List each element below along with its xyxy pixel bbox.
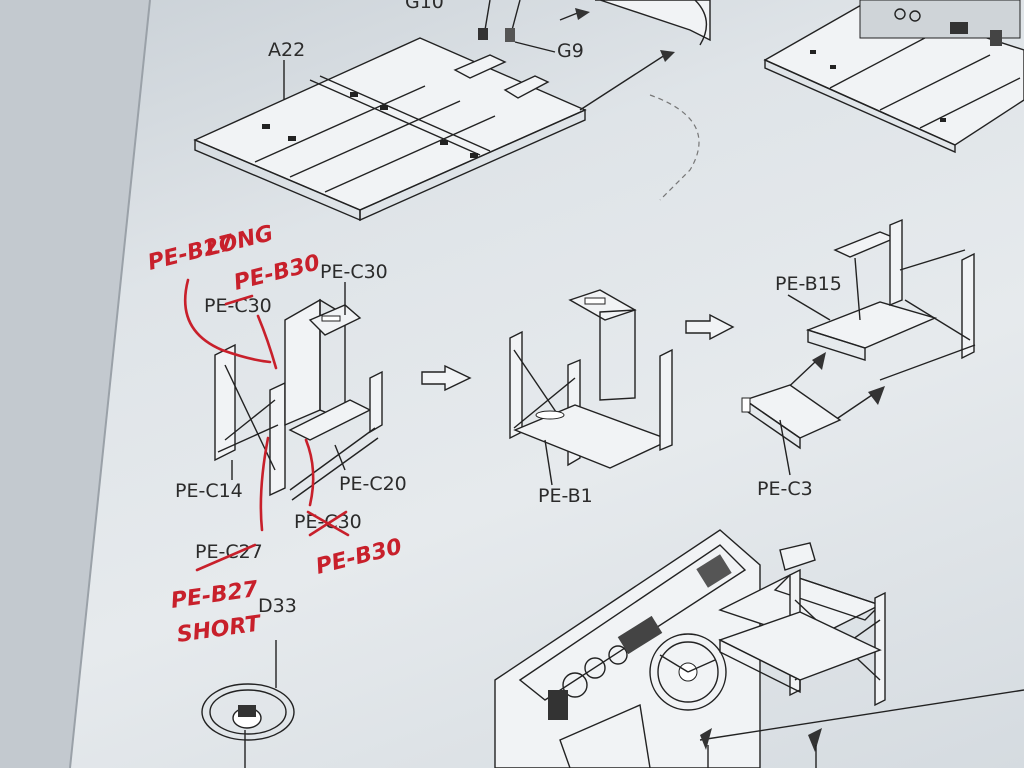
pointer-b30-bottom (304, 438, 315, 507)
arrow-right-1 (421, 364, 472, 392)
label-pe-c30-right: PE-C30 (320, 261, 388, 283)
floor-plate-a22 (193, 37, 587, 222)
annotation-pe-b30-top: PE-B30 (231, 250, 322, 295)
leader-pe-c3 (779, 419, 791, 476)
paper-left-margin (0, 0, 150, 768)
assembled-floor-top-right (763, 0, 1024, 154)
label-pe-c30-left: PE-C30 (204, 295, 272, 317)
label-g9: G9 (557, 40, 584, 62)
label-g10: G10 (405, 0, 444, 13)
strike-pe-c27 (195, 543, 257, 572)
pointer-b30-top (256, 314, 278, 370)
leader-pe-b15 (787, 294, 831, 321)
shelf-assembly-right (741, 218, 976, 450)
pointer-short (259, 436, 270, 532)
dashboard-assembly (494, 529, 1024, 768)
paper-fold (69, 0, 151, 768)
steering-wheel-d33 (201, 640, 295, 768)
pointer-long (183, 278, 272, 364)
annotation-pe-b30-bottom: PE-B30 (313, 534, 404, 579)
bracket-top (595, 0, 711, 46)
annotation-pe-b27-short-line1: PE-B27 (169, 577, 260, 614)
label-pe-b15: PE-B15 (775, 273, 842, 295)
dashed-guide (649, 94, 700, 201)
label-pe-b1: PE-B1 (538, 485, 593, 507)
strike-pe-c30-bottom-2 (308, 510, 348, 537)
label-pe-c27: PE-C27 (195, 541, 263, 563)
label-d33: D33 (258, 595, 297, 617)
label-pe-c14: PE-C14 (175, 480, 243, 502)
rack-assembled-pe-b1 (509, 289, 673, 469)
label-a22: A22 (268, 39, 305, 61)
rack-exploded (214, 298, 383, 501)
leader-pe-c20 (334, 444, 346, 471)
arrow-right-2 (685, 313, 735, 341)
label-pe-c20: PE-C20 (339, 473, 407, 495)
leader-pe-b1 (544, 439, 553, 486)
label-pe-c3: PE-C3 (757, 478, 813, 500)
strike-pe-c30-left (224, 294, 254, 306)
annotation-pe-b27-short-line2: SHORT (175, 611, 264, 648)
pedals-g9-g10 (478, 0, 675, 111)
annotation-pe-b27-long-line2: LONG (203, 221, 275, 262)
